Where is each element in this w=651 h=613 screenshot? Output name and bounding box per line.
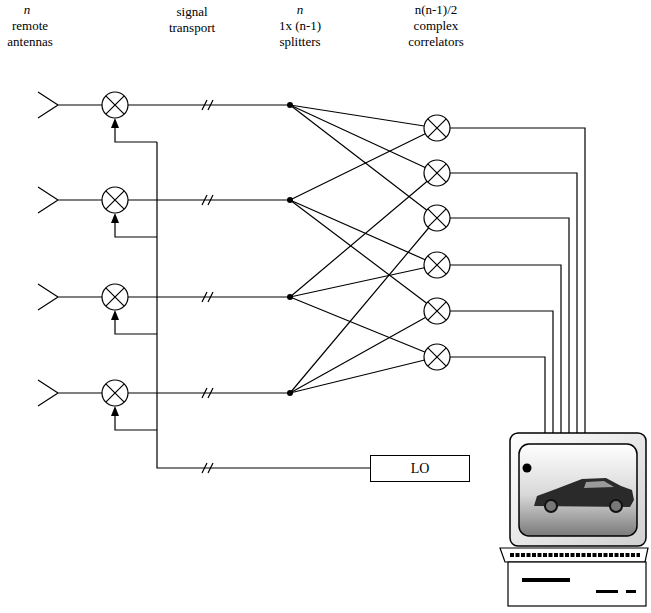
- antenna-symbol: [38, 92, 102, 406]
- arrow-head: [111, 118, 119, 416]
- count-symbol: n: [285, 2, 315, 18]
- count-symbol: n: [12, 2, 42, 18]
- column-heading: 1x (n-1) splitters: [267, 18, 333, 50]
- output-line: [450, 128, 585, 433]
- column-heading: complex correlators: [396, 18, 476, 50]
- transport-line: [128, 105, 370, 468]
- column-heading: remote antennas: [0, 18, 60, 50]
- column-heading: signal transport: [156, 4, 228, 36]
- correlator-symbol: [424, 115, 450, 370]
- computer-illustration: [500, 433, 648, 606]
- mixer-symbol: [102, 92, 128, 406]
- oscillator-box: LO: [370, 455, 470, 482]
- column-heading: n(n-1)/2: [396, 2, 476, 18]
- splitter-dot: [287, 102, 293, 396]
- box-label: LO: [411, 461, 430, 477]
- break-mark: [202, 100, 213, 473]
- splitter-line: [290, 105, 437, 393]
